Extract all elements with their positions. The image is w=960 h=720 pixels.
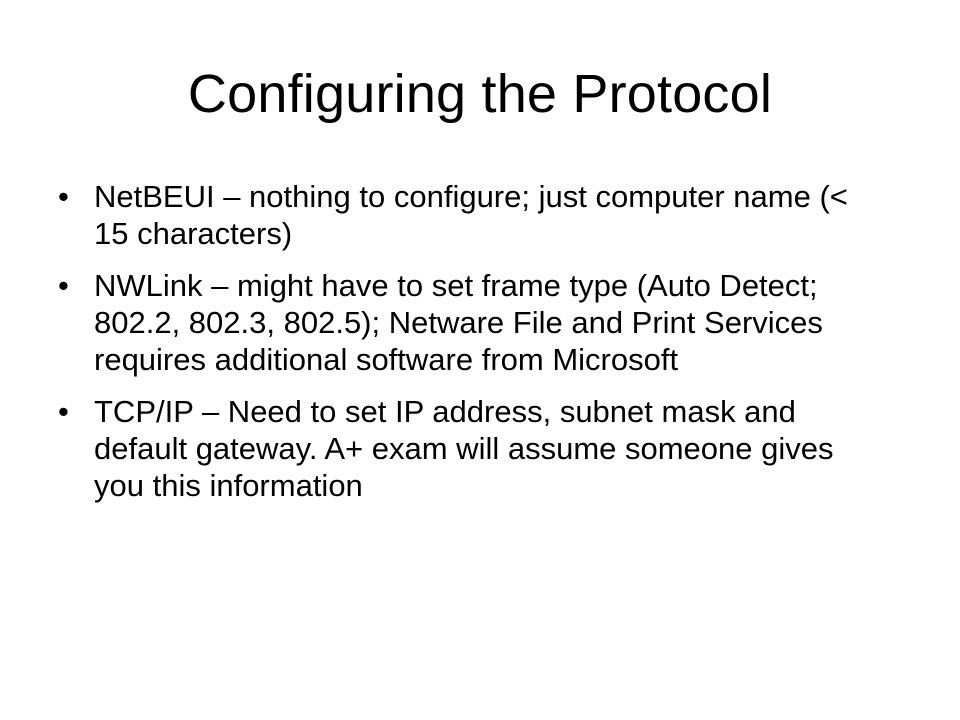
bullet-text: TCP/IP – Need to set IP address, subnet … (94, 394, 834, 503)
bullet-item-tcpip: • TCP/IP – Need to set IP address, subne… (58, 393, 878, 504)
bullet-icon: • (58, 394, 69, 429)
slide-title: Configuring the Protocol (187, 64, 773, 124)
bullet-icon: • (58, 179, 69, 214)
bullet-icon: • (58, 268, 69, 303)
bullet-text: NWLink – might have to set frame type (A… (94, 268, 823, 377)
bullet-text: NetBEUI – nothing to configure; just com… (94, 179, 848, 251)
bullet-list: • NetBEUI – nothing to configure; just c… (58, 178, 878, 519)
bullet-item-netbeui: • NetBEUI – nothing to configure; just c… (58, 178, 878, 252)
bullet-item-nwlink: • NWLink – might have to set frame type … (58, 267, 878, 378)
